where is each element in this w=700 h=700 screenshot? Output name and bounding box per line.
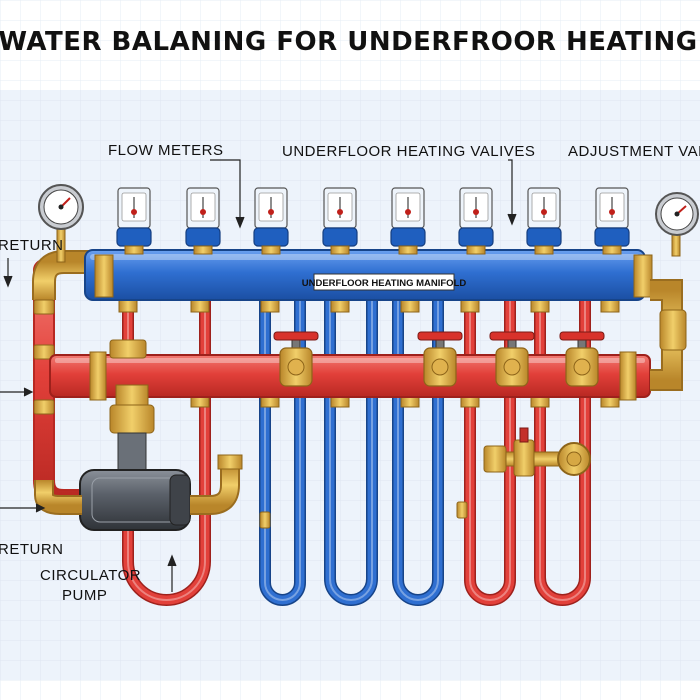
ball-valve: [417, 331, 463, 387]
circulator-pump: [34, 384, 243, 531]
ball-valve: [559, 331, 605, 387]
adjustment-valve: [483, 427, 591, 477]
flow-meter: [526, 187, 562, 255]
ball-valve: [489, 331, 535, 387]
diagram-title: WATER BALANING FOR UNDERFROOR HEATING: [0, 27, 698, 57]
ball-valve: [273, 331, 319, 387]
flow-meter: [185, 187, 221, 255]
valves-label: UNDERFLOOR HEATING VALIVES: [282, 143, 535, 160]
pressure-gauge-right: [655, 192, 699, 236]
heating-loop: [392, 300, 444, 606]
flow-meter-row: [116, 187, 630, 255]
flow-meter: [390, 187, 426, 255]
flow-meter: [116, 187, 152, 255]
heating-loops: [118, 297, 620, 606]
pump-label-line2: PUMP: [62, 587, 107, 604]
return-label-top: RETURN: [0, 237, 64, 254]
return-label-bottom: RETURN: [0, 541, 64, 558]
flow-meter: [253, 187, 289, 255]
flow-meter: [594, 187, 630, 255]
loop-fitting: [456, 501, 468, 519]
heating-loop: [259, 300, 306, 606]
callout-arrows: [0, 159, 517, 592]
pressure-gauge-left: [38, 184, 84, 230]
adjustment-valve-label: ADJUSTMENT VALVE: [568, 143, 700, 160]
flow-meter: [458, 187, 494, 255]
heating-loop: [122, 300, 211, 606]
pump-label-line1: CIRCULATOR: [40, 567, 141, 584]
flow-meter: [322, 187, 358, 255]
manifold-label: UNDERFLOOR HEATING MANIFOLD: [302, 278, 467, 289]
valve-row: [273, 331, 605, 387]
heating-loop: [534, 300, 591, 606]
heating-loop: [324, 300, 378, 606]
heating-loop: [464, 300, 516, 606]
flow-meters-label: FLOW METERS: [108, 142, 224, 159]
loop-fitting: [259, 511, 271, 529]
manifold-label-tag: UNDERFLOOR HEATING MANIFOLD: [302, 273, 467, 291]
